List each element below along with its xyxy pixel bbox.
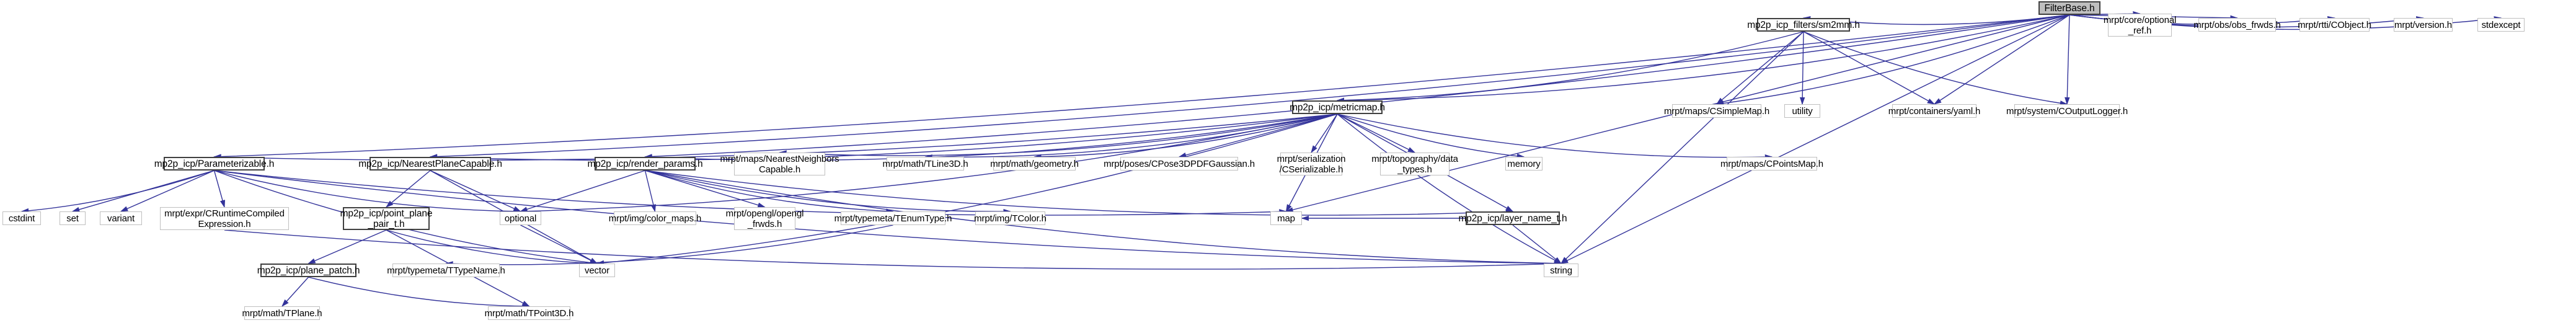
edge-metricmap-to-cpose3dpdf [1178,113,1338,158]
graph-node-optional[interactable]: optional [500,211,541,225]
edge-metricmap-to-cserializable [1311,113,1338,154]
graph-node-point_plane_pair[interactable]: mp2p_icp/point_plane _pair_t.h [340,207,433,230]
graph-node-coutputlogger[interactable]: mrpt/system/COutputLogger.h [2006,104,2128,118]
edge-render_params-to-color_maps [644,170,656,213]
graph-node-vector[interactable]: vector [579,264,615,277]
edge-point_plane_pair-to-vector [386,229,598,266]
graph-node-parameterizable[interactable]: mp2p_icp/Parameterizable.h [154,157,274,171]
edge-filterbase-to-metricmap [1336,14,2070,104]
edge-filterbase-to-parameterizable [213,14,2070,159]
edge-render_params-to-optional [520,170,645,212]
graph-node-set[interactable]: set [60,211,86,225]
edge-filterbase-to-nearestplane [429,14,2070,159]
edge-filterbase-to-coutputlogger [2065,14,2070,105]
graph-node-tplane[interactable]: mrpt/math/TPlane.h [242,306,322,320]
edge-metricmap-to-geometry [1033,113,1338,159]
graph-node-layer_name[interactable]: mp2p_icp/layer_name_t.h [1459,211,1567,225]
edge-parameterizable-to-cruntimecompiled [213,170,226,208]
graph-node-csimplemap[interactable]: mrpt/maps/CSimpleMap.h [1664,104,1769,118]
edge-filterbase-to-yaml [1933,14,2070,105]
edge-metricmap-to-memory [1337,113,1525,159]
graph-node-cruntimecompiled[interactable]: mrpt/expr/CRuntimeCompiled Expression.h [160,207,289,230]
graph-node-yaml[interactable]: mrpt/containers/yaml.h [1888,104,1980,118]
edge-metricmap-to-nearestplane [429,113,1338,161]
edge-point_plane_pair-to-plane_patch [308,229,387,264]
edge-sm2mm-to-utility [1799,31,1805,105]
edge-parameterizable-to-cstdint [20,170,215,214]
graph-node-string[interactable]: string [1544,264,1578,277]
graph-node-plane_patch[interactable]: mp2p_icp/plane_patch.h [257,264,360,277]
edge-sm2mm-to-coutputlogger [1803,31,2068,106]
graph-node-filterbase[interactable]: FilterBase.h [2038,1,2100,15]
graph-node-utility[interactable]: utility [1784,104,1820,118]
graph-node-metricmap[interactable]: mp2p_icp/metricmap.h [1290,100,1385,114]
graph-node-tline3d[interactable]: mrpt/math/TLine3D.h [882,157,968,171]
edge-parameterizable-to-optional [214,170,521,215]
edge-layer_name-to-string [1512,224,1562,264]
graph-node-sm2mm[interactable]: mp2p_icp_filters/sm2mm.h [1747,18,1860,32]
edge-nearestplane-to-point_plane_pair [385,170,431,208]
edge-nearestplane-to-optional [430,170,521,212]
edge-sm2mm-to-csimplemap [1715,31,1804,105]
graph-node-render_params[interactable]: mp2p_icp/render_params.h [588,157,703,171]
graph-node-obs_frwds[interactable]: mrpt/obs/obs_frwds.h [2193,18,2281,32]
graph-node-nnc[interactable]: mrpt/maps/NearestNeighbors Capable.h [720,153,839,175]
graph-node-memory[interactable]: memory [1505,157,1543,171]
edge-metricmap-to-topography [1337,113,1416,153]
graph-node-topography[interactable]: mrpt/topography/data _types.h [1371,153,1458,175]
graph-node-nearestplane[interactable]: mp2p_icp/NearestPlaneCapable.h [358,157,502,171]
graph-node-variant[interactable]: variant [100,211,142,225]
edge-optional-to-vector [520,224,598,264]
graph-node-version[interactable]: mrpt/version.h [2394,18,2453,32]
graph-node-stdexcept[interactable]: stdexcept [2477,18,2525,32]
edge-metricmap-to-nnc [779,113,1338,156]
graph-node-cpose3dpdf[interactable]: mrpt/poses/CPose3DPDFGaussian.h [1104,157,1255,171]
edge-sm2mm-to-yaml [1803,31,1936,105]
edge-filterbase-to-render_params [644,14,2070,159]
edge-tenumtype-to-ttypename [445,224,893,267]
edge-metricmap-to-tline3d [924,113,1338,160]
edge-render_params-to-tenumtype [645,170,894,214]
edge-sm2mm-to-string [1560,31,1804,264]
edge-metricmap-to-string [1337,113,1562,264]
edge-plane_patch-to-tpoint3d [308,277,530,309]
graph-node-ttypename[interactable]: mrpt/typemeta/TTypeName.h [387,264,505,277]
graph-node-tcolor[interactable]: mrpt/img/TColor.h [974,211,1047,225]
graph-node-tenumtype[interactable]: mrpt/typemeta/TEnumType.h [834,211,952,225]
graph-node-geometry[interactable]: mrpt/math/geometry.h [990,157,1079,171]
graph-node-cpointsmap[interactable]: mrpt/maps/CPointsMap.h [1720,157,1823,171]
graph-node-cstdint[interactable]: cstdint [2,211,41,225]
graph-node-cobject[interactable]: mrpt/rtti/CObject.h [2298,18,2371,32]
edge-render_params-to-tcolor [645,170,1011,215]
edge-metricmap-to-cpointsmap [1337,113,1773,160]
edge-render_params-to-opengl_frwds [645,170,766,208]
graph-node-tpoint3d[interactable]: mrpt/math/TPoint3D.h [485,306,574,320]
graph-node-color_maps[interactable]: mrpt/img/color_maps.h [609,211,701,225]
edge-parameterizable-to-variant [120,170,215,212]
edge-parameterizable-to-set [71,170,215,212]
edge-plane_patch-to-tplane [281,277,309,308]
graph-node-map[interactable]: map [1270,211,1302,225]
graph-node-cserializable[interactable]: mrpt/serialization /CSerializable.h [1277,153,1346,175]
edge-filterbase-to-string [1560,14,2070,264]
graph-node-optional_ref[interactable]: mrpt/core/optional _ref.h [2103,14,2177,37]
edge-metricmap-to-vector [596,113,1338,266]
edge-sm2mm-to-metricmap [1336,31,1804,103]
graph-node-opengl_frwds[interactable]: mrpt/opengl/opengl _frwds.h [725,207,804,230]
